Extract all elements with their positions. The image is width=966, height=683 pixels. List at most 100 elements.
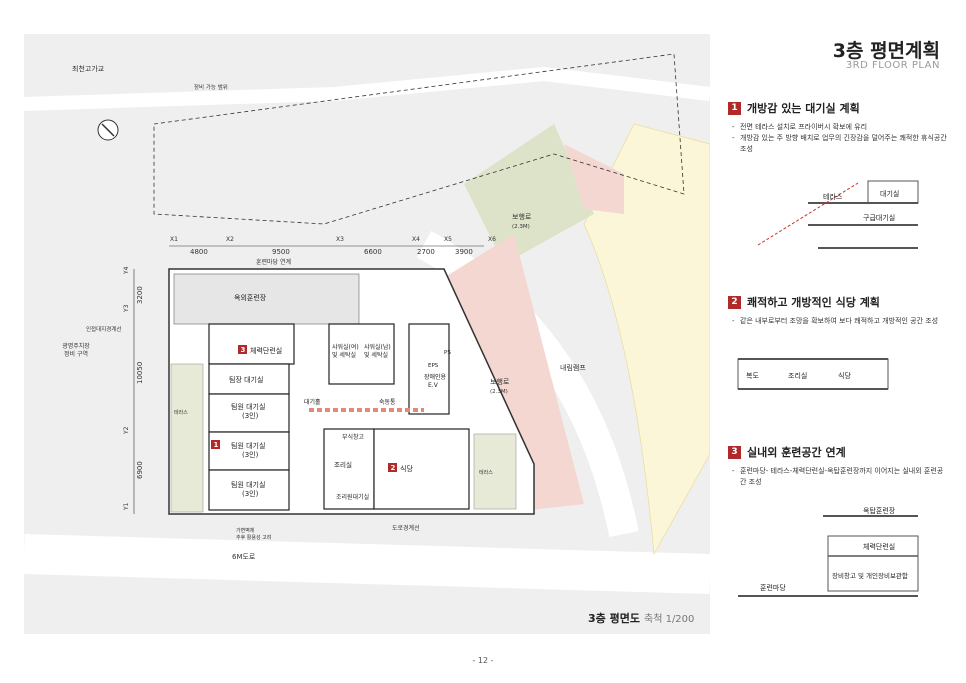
- grid-y1: Y1: [123, 502, 130, 511]
- grid-x4: X4: [412, 236, 420, 243]
- label-walk-mid: 보행로: [490, 377, 510, 386]
- marker-2: [388, 463, 397, 472]
- section-1-bullet-2: 개방감 있는 주 방향 배치로 업무의 긴장감을 덜어주는 쾌적한 휴식공간 조…: [732, 133, 948, 155]
- section-1-title: 개방감 있는 대기실 계획: [747, 102, 860, 115]
- section-3-fitness: 체력단련실: [863, 542, 895, 551]
- green-area-top: [464, 124, 594, 264]
- room-label-cafeteria: 식당: [400, 464, 413, 473]
- section-3-yard: 훈련마당: [760, 583, 786, 592]
- section-3-num: 3: [728, 445, 741, 459]
- section-2-heading: 2 쾌적하고 개방적인 식당 계획: [728, 294, 948, 310]
- label-zone-l1: 광명주치장: [62, 342, 90, 350]
- dim-3900: 3900: [455, 248, 473, 256]
- section-3-bullet-1: 훈련마당- 테라스-체력단련실-옥탑훈련장까지 이어지는 실내외 훈련공간 조성: [732, 466, 948, 488]
- section-2: 2 쾌적하고 개방적인 식당 계획 같은 내부로부터 조망을 확보하여 보다 쾌…: [728, 294, 948, 403]
- terrace-left: [170, 363, 204, 513]
- label-zone-l2: 정비 구역: [64, 350, 88, 358]
- team3-l2: (3인): [242, 489, 259, 498]
- dim-6600: 6600: [364, 248, 382, 256]
- dim-4800: 4800: [190, 248, 208, 256]
- road-curve-top: [24, 66, 710, 111]
- grid-y3: Y3: [123, 304, 130, 313]
- shower-f-l2: 및 세탁실: [332, 351, 356, 359]
- section-3-diagram: 옥탑훈련장 체력단련실 훈련마당 장비창고 및 개인장비보관함: [738, 506, 919, 597]
- room-label-eps: EPS: [428, 363, 439, 369]
- room-label-team1: 팀원 대기실(3인): [231, 402, 265, 420]
- room-label-team2: 팀원 대기실(3인): [231, 441, 265, 459]
- section-3-storage: 장비창고 및 개인장비보관함: [832, 571, 908, 580]
- room-team3: [208, 469, 290, 511]
- grid-x6: X6: [488, 236, 496, 243]
- floor-plan: 죄천고가교 장비 가능 범위 보행로 (2.3M) 보행로 (2.3M) 내림램…: [24, 34, 710, 634]
- section-3-bullets: 훈련마당- 테라스-체력단련실-옥탑훈련장까지 이어지는 실내외 훈련공간 조성: [728, 466, 948, 488]
- page-title: 3층 평면계획: [832, 40, 940, 62]
- section-2-diagram: 복도 조리실 식당: [737, 358, 889, 390]
- shower-f-l1: 샤워실(여): [332, 343, 359, 351]
- shower-m-l1: 샤워실(남): [364, 343, 391, 351]
- room-team-lounge: [208, 363, 290, 395]
- section-3-title: 실내외 훈련공간 연계: [747, 446, 846, 459]
- team1-l2: (3인): [242, 411, 259, 420]
- grid-x1: X1: [170, 236, 178, 243]
- dim-6900: 6900: [136, 461, 144, 479]
- room-label-team3: 팀원 대기실(3인): [231, 480, 265, 498]
- section-3-rooftop: 옥탑훈련장: [863, 506, 896, 515]
- section-1-old-wait: 구급대기실: [863, 213, 895, 222]
- section-1-num: 1: [728, 101, 741, 115]
- site-boundary: [153, 53, 685, 225]
- grid-y4: Y4: [123, 266, 130, 275]
- label-ramp: 내림램프: [560, 363, 586, 372]
- room-label-rooftop: 옥외훈련장: [234, 293, 267, 302]
- label-bridge: 죄천고가교: [72, 64, 105, 73]
- room-label-terrace-l: 테라스: [174, 409, 188, 416]
- hatched-area: [583, 123, 710, 556]
- grid-x2: X2: [226, 236, 234, 243]
- room-label-shower-f: 샤워실(여)및 세탁실: [332, 343, 359, 359]
- room-label-ps: PS: [444, 350, 451, 356]
- dim-9500: 9500: [272, 248, 290, 256]
- label-walk-top-w: (2.3M): [512, 224, 530, 230]
- section-2-cafeteria: 식당: [838, 371, 851, 380]
- team1-l1: 팀원 대기실: [231, 402, 265, 411]
- marker-3-label: 3: [241, 346, 246, 354]
- team3-l1: 팀원 대기실: [231, 480, 265, 489]
- label-mgmt-l1: 가변벽체: [236, 527, 255, 534]
- section-3-heading: 3 실내외 훈련공간 연계: [728, 444, 948, 460]
- section-1-diagram: 테라스 대기실 구급대기실: [757, 180, 919, 249]
- room-shower: [328, 323, 395, 385]
- section-2-title: 쾌적하고 개방적인 식당 계획: [747, 296, 880, 309]
- label-border: 인접대지경계선: [86, 325, 121, 333]
- label-road: 6M도로: [232, 553, 256, 561]
- marker-1: [211, 440, 220, 449]
- walkway-pink: [434, 234, 584, 514]
- room-label-corridor: 숙동통: [379, 398, 396, 406]
- walkway-pink-top: [564, 144, 624, 214]
- dim-3200: 3200: [136, 286, 144, 304]
- dim-10050: 10050: [136, 362, 144, 384]
- plan-scale: 축척 1/200: [644, 613, 694, 625]
- marker-1-label: 1: [214, 441, 219, 449]
- team2-l2: (3인): [242, 450, 259, 459]
- label-walk-top: 보행로: [512, 212, 532, 221]
- room-core: [408, 323, 450, 415]
- section-2-bullets: 같은 내부로부터 조망을 확보하여 보다 쾌적하고 개방적인 공간 조성: [728, 316, 948, 327]
- grid-x3: X3: [336, 236, 344, 243]
- grid-left: Y4 Y3 Y2 Y1 3200 10050 6900: [123, 266, 144, 511]
- section-1-bullet-1: 전면 테라스 설치로 프라이버시 확보에 유리: [732, 122, 948, 133]
- room-kitchen: [323, 428, 375, 510]
- room-label-storage: 부식창고: [342, 433, 365, 441]
- room-team2: [208, 431, 290, 471]
- road-bottom: [24, 534, 710, 594]
- ev-l2: E.V: [428, 382, 439, 389]
- label-mgmt-l2: 추후 활용성 고려: [236, 534, 271, 541]
- section-1-terrace: 테라스: [823, 192, 843, 201]
- grid-top: X1 X2 X3 X4 X5 X6 4800 9500 6600 2700 39…: [170, 236, 496, 256]
- label-walk-mid-w: (2.3M): [490, 389, 508, 395]
- dim-2700: 2700: [417, 248, 435, 256]
- room-label-kitchen: 조리실: [334, 460, 352, 469]
- section-1-wait: 대기실: [880, 189, 899, 198]
- marker-3: [238, 345, 247, 354]
- grid-x5: X5: [444, 236, 452, 243]
